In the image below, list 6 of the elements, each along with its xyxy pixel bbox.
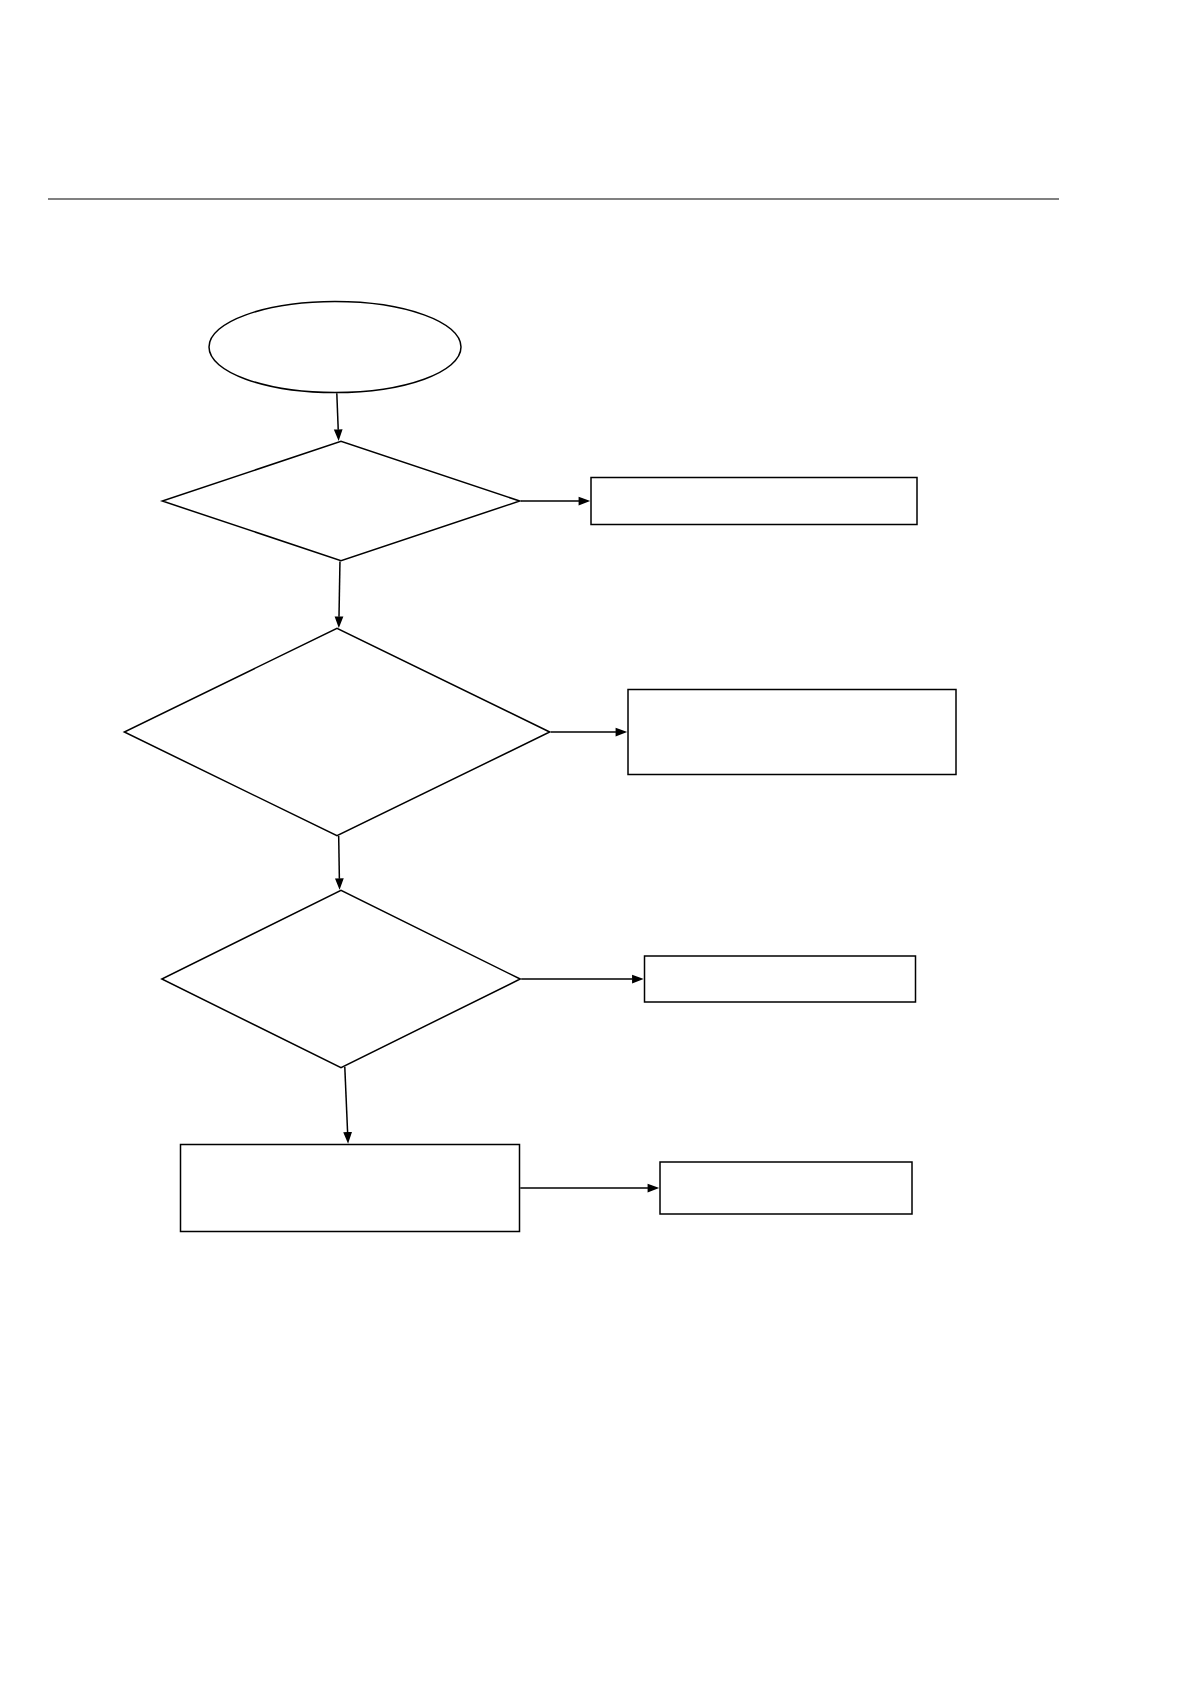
process-box [627, 688, 957, 776]
process-box [659, 1161, 913, 1215]
process-box [643, 955, 917, 1003]
ellipse [208, 300, 462, 394]
process-box [590, 476, 918, 526]
process-box [179, 1143, 521, 1233]
